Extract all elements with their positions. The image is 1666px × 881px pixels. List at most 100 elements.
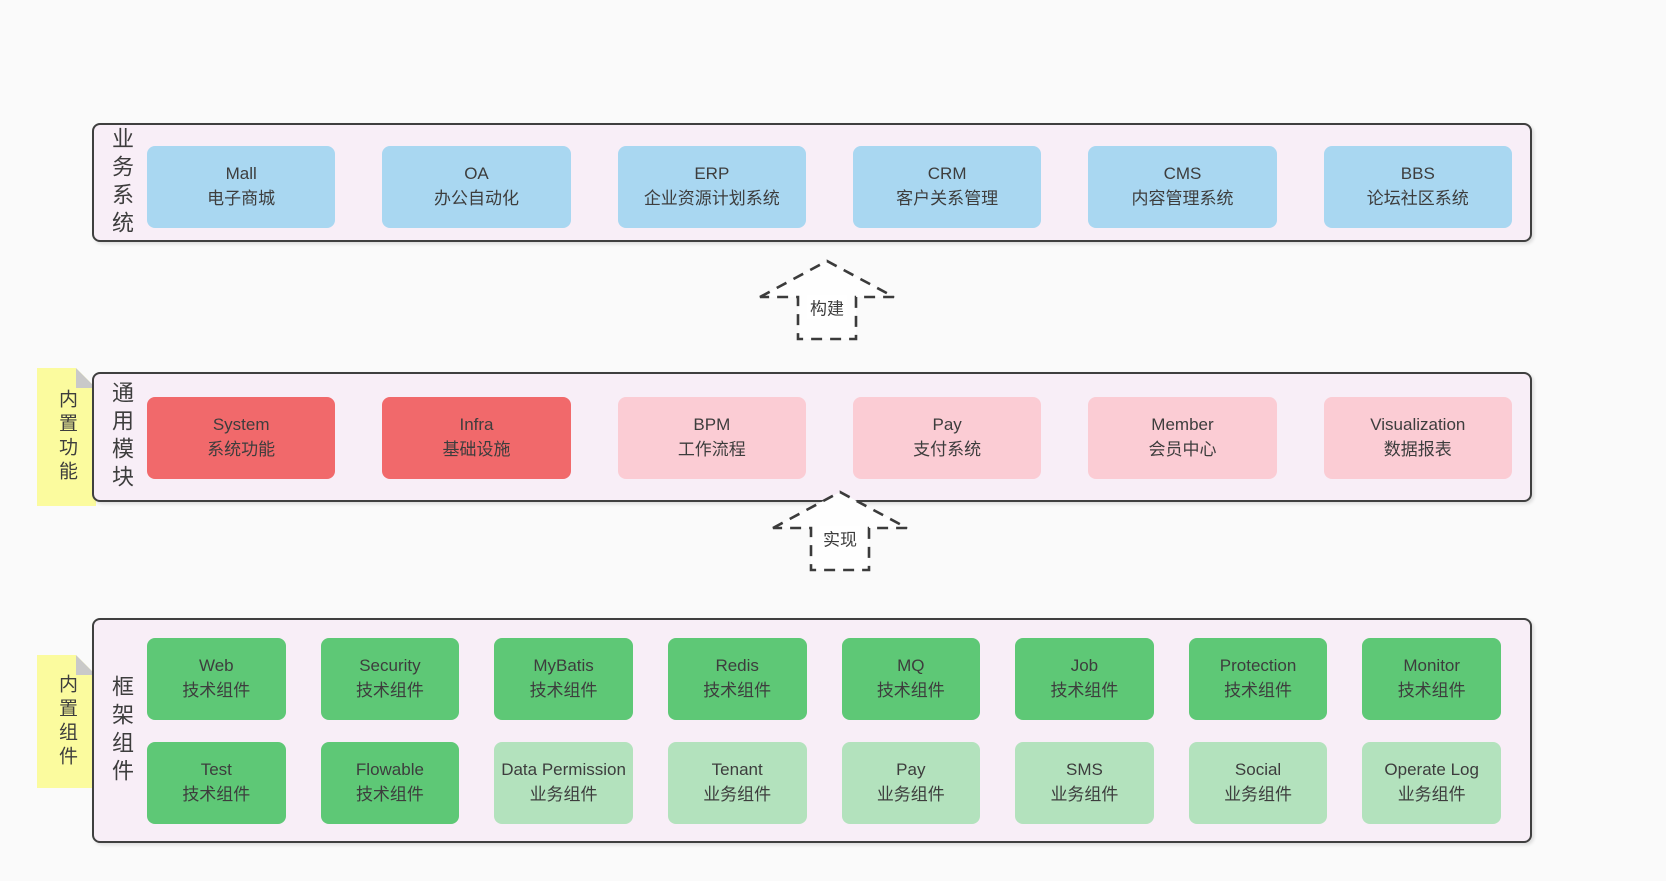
- box-operate-log: Operate Log 业务组件: [1362, 742, 1501, 824]
- box-title: Monitor: [1403, 656, 1461, 676]
- modules-box-row: System 系统功能 Infra 基础设施 BPM 工作流程 Pay 支付系统…: [147, 397, 1512, 479]
- box-visualization: Visualization 数据报表: [1323, 397, 1512, 479]
- box-title: Tenant: [711, 760, 763, 780]
- box-desc: 技术组件: [703, 681, 772, 700]
- panel-common-modules: 通用模块 System 系统功能 Infra 基础设施 BPM 工作流程 Pay…: [92, 372, 1532, 502]
- box-security: Security 技术组件: [320, 638, 460, 720]
- box-system: System 系统功能: [147, 397, 336, 479]
- box-desc: 技术组件: [1224, 681, 1293, 700]
- note-text: 内置组件: [56, 673, 77, 770]
- box-title: CRM: [927, 164, 967, 184]
- box-title: Visualization: [1370, 415, 1466, 435]
- box-desc: 技术组件: [1397, 681, 1466, 700]
- panel-label-modules: 通用模块: [109, 381, 134, 493]
- box-title: Security: [359, 656, 421, 676]
- box-title: ERP: [694, 164, 730, 184]
- box-monitor: Monitor 技术组件: [1362, 638, 1501, 720]
- box-desc: 论坛社区系统: [1366, 189, 1469, 208]
- box-protection: Protection 技术组件: [1188, 638, 1328, 720]
- box-desc: 技术组件: [1050, 681, 1119, 700]
- box-title: BBS: [1400, 164, 1435, 184]
- box-title: System: [212, 415, 270, 435]
- box-title: Job: [1070, 656, 1099, 676]
- arrow-build-label: 构建: [807, 294, 847, 320]
- box-redis: Redis 技术组件: [667, 638, 807, 720]
- box-desc: 会员中心: [1148, 440, 1217, 459]
- box-erp: ERP 企业资源计划系统: [617, 146, 806, 228]
- arrow-build: 构建: [752, 255, 902, 343]
- box-flowable: Flowable 技术组件: [320, 742, 460, 824]
- panel-business-systems: 业务系统 Mall 电子商城 OA 办公自动化 ERP 企业资源计划系统 CRM…: [92, 123, 1532, 242]
- box-desc: 内容管理系统: [1131, 189, 1234, 208]
- box-title: Protection: [1219, 656, 1297, 676]
- box-desc: 技术组件: [529, 681, 598, 700]
- box-title: Pay: [896, 760, 926, 780]
- box-title: Redis: [715, 656, 759, 676]
- box-social: Social 业务组件: [1188, 742, 1328, 824]
- box-mq: MQ 技术组件: [841, 638, 981, 720]
- note-text: 内置功能: [56, 389, 77, 485]
- box-cms: CMS 内容管理系统: [1088, 146, 1277, 228]
- box-title: Pay: [932, 415, 962, 435]
- box-desc: 客户关系管理: [896, 189, 999, 208]
- components-row-1: Web 技术组件 Security 技术组件 MyBatis 技术组件 Redi…: [147, 638, 1501, 720]
- panel-label-business: 业务系统: [109, 126, 134, 239]
- box-title: Mall: [225, 164, 257, 184]
- box-title: Operate Log: [1384, 760, 1479, 780]
- box-desc: 业务组件: [1224, 785, 1293, 804]
- components-box-grid: Web 技术组件 Security 技术组件 MyBatis 技术组件 Redi…: [147, 638, 1501, 824]
- box-title: MyBatis: [533, 656, 594, 676]
- box-title: CMS: [1163, 164, 1202, 184]
- box-mall: Mall 电子商城: [147, 146, 336, 228]
- box-title: Infra: [459, 415, 494, 435]
- box-data-permission: Data Permission 业务组件: [494, 742, 633, 824]
- box-desc: 技术组件: [182, 785, 251, 804]
- box-pay-component: Pay 业务组件: [841, 742, 981, 824]
- box-mybatis: MyBatis 技术组件: [494, 638, 633, 720]
- box-tenant: Tenant 业务组件: [667, 742, 807, 824]
- box-desc: 基础设施: [442, 440, 511, 459]
- box-pay-module: Pay 支付系统: [852, 397, 1042, 479]
- box-bbs: BBS 论坛社区系统: [1323, 146, 1512, 228]
- box-title: MQ: [897, 656, 925, 676]
- box-bpm: BPM 工作流程: [617, 397, 806, 479]
- box-title: Data Permission: [501, 760, 626, 780]
- box-desc: 技术组件: [876, 681, 945, 700]
- box-desc: 业务组件: [529, 785, 598, 804]
- box-title: Test: [200, 760, 232, 780]
- panel-framework-components: 框架组件 Web 技术组件 Security 技术组件 MyBatis 技术组件…: [92, 618, 1532, 843]
- sticky-note-built-in-components: 内置组件: [37, 655, 96, 788]
- box-desc: 工作流程: [677, 440, 746, 459]
- box-web: Web 技术组件: [147, 638, 286, 720]
- box-desc: 企业资源计划系统: [643, 189, 780, 208]
- box-title: BPM: [693, 415, 731, 435]
- box-job: Job 技术组件: [1015, 638, 1154, 720]
- arrow-implement: 实现: [765, 486, 915, 574]
- panel-label-components: 框架组件: [109, 674, 134, 787]
- components-row-2: Test 技术组件 Flowable 技术组件 Data Permission …: [147, 742, 1501, 824]
- business-box-row: Mall 电子商城 OA 办公自动化 ERP 企业资源计划系统 CRM 客户关系…: [147, 146, 1512, 228]
- box-desc: 业务组件: [876, 785, 945, 804]
- box-member: Member 会员中心: [1088, 397, 1277, 479]
- box-desc: 电子商城: [207, 189, 276, 208]
- box-desc: 办公自动化: [433, 189, 519, 208]
- box-sms: SMS 业务组件: [1015, 742, 1154, 824]
- box-infra: Infra 基础设施: [382, 397, 571, 479]
- box-desc: 技术组件: [355, 785, 424, 804]
- sticky-note-built-in-features: 内置功能: [37, 368, 96, 506]
- box-desc: 数据报表: [1383, 440, 1452, 459]
- box-title: Flowable: [355, 760, 424, 780]
- arrow-implement-label: 实现: [820, 525, 860, 551]
- box-oa: OA 办公自动化: [382, 146, 571, 228]
- box-test: Test 技术组件: [147, 742, 286, 824]
- box-desc: 业务组件: [1397, 785, 1466, 804]
- box-desc: 技术组件: [182, 681, 251, 700]
- box-desc: 系统功能: [207, 440, 276, 459]
- box-crm: CRM 客户关系管理: [852, 146, 1042, 228]
- box-title: Web: [198, 656, 234, 676]
- box-title: Member: [1151, 415, 1214, 435]
- box-desc: 业务组件: [1050, 785, 1119, 804]
- box-desc: 业务组件: [703, 785, 772, 804]
- box-desc: 技术组件: [355, 681, 424, 700]
